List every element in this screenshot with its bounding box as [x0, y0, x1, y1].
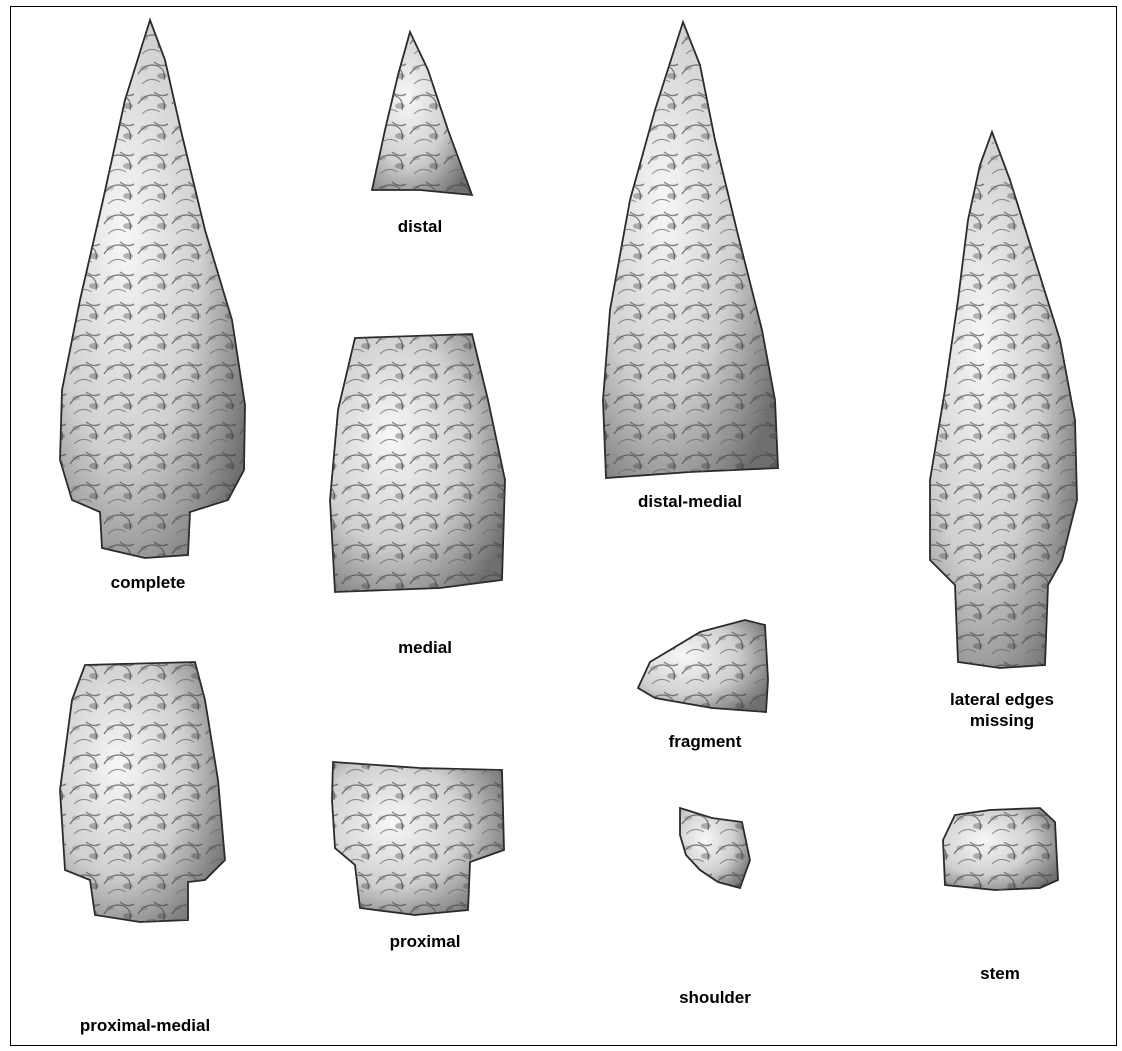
point-shoulder: [680, 808, 750, 888]
point-distal: [372, 32, 472, 195]
label-lateral-edges-missing: lateral edges missing: [912, 689, 1092, 731]
label-stem: stem: [940, 963, 1060, 984]
point-fragment: [638, 620, 768, 712]
point-complete: [60, 20, 245, 558]
label-medial: medial: [355, 637, 495, 658]
point-medial: [330, 334, 505, 592]
point-proximal-medial: [60, 662, 225, 922]
point-proximal: [332, 762, 504, 915]
point-stem: [943, 808, 1058, 890]
label-distal-medial: distal-medial: [600, 491, 780, 512]
label-proximal: proximal: [350, 931, 500, 952]
label-shoulder: shoulder: [640, 987, 790, 1008]
point-distal-medial: [603, 22, 778, 478]
label-complete: complete: [78, 572, 218, 593]
label-distal: distal: [350, 216, 490, 237]
label-fragment: fragment: [630, 731, 780, 752]
point-lateral-edges-missing: [930, 132, 1077, 668]
label-proximal-medial: proximal-medial: [50, 1015, 240, 1036]
